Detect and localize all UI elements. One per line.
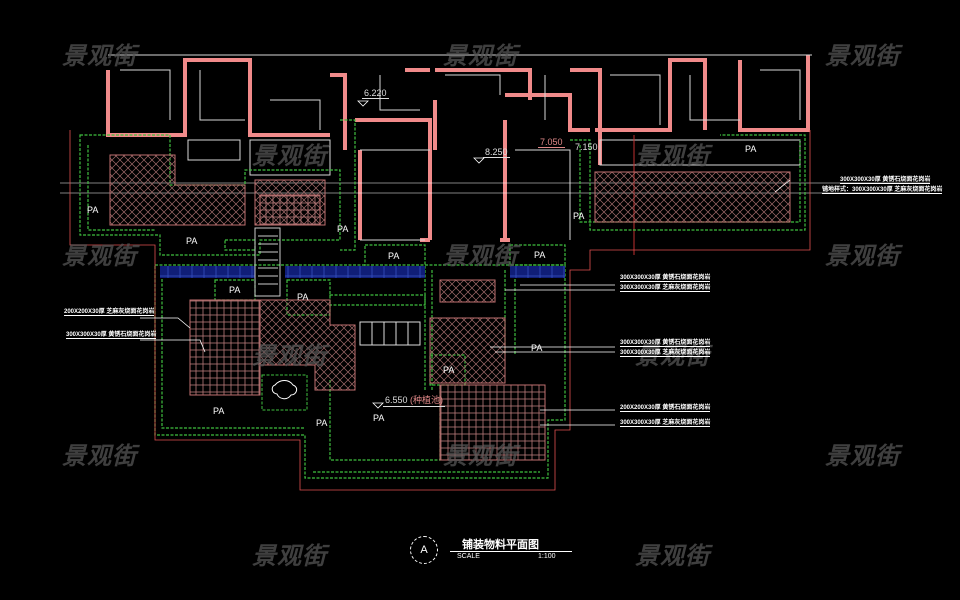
area-label-pa: PA bbox=[534, 250, 546, 260]
area-label-pa: PA bbox=[337, 224, 349, 234]
elevation-label: 6.220 bbox=[362, 88, 389, 99]
watermark: 景观街 bbox=[825, 442, 900, 470]
area-label-pa: PA bbox=[297, 292, 309, 302]
watermark: 景观街 bbox=[62, 242, 137, 270]
feature-pool bbox=[261, 374, 308, 411]
watermark: 景观街 bbox=[62, 42, 137, 70]
watermark: 景观街 bbox=[825, 242, 900, 270]
elevation-value: 6.550 bbox=[385, 395, 408, 405]
watermark: 景观街 bbox=[443, 42, 518, 70]
area-label-pa: PA bbox=[316, 418, 328, 428]
area-label-pa: PA bbox=[443, 365, 455, 375]
material-callout: 300X300X30厚 芝麻灰烧面花岗岩 bbox=[620, 282, 711, 292]
material-callout: 200X200X30厚 芝麻灰烧面花岗岩 bbox=[64, 306, 155, 316]
area-label-pa: PA bbox=[573, 211, 585, 221]
scale-label: SCALE bbox=[457, 553, 480, 560]
title-underline bbox=[450, 551, 572, 552]
drawing-title: 铺装物料平面图 bbox=[462, 539, 539, 551]
material-callout: 铺地样式：300X300X30厚 芝麻灰烧面花岗岩 bbox=[822, 184, 943, 194]
watermark: 景观街 bbox=[635, 142, 710, 170]
watermark: 景观街 bbox=[252, 142, 327, 170]
watermark: 景观街 bbox=[443, 242, 518, 270]
building-walls bbox=[106, 55, 810, 242]
area-label-pa: PA bbox=[531, 343, 543, 353]
area-label-pa: PA bbox=[213, 406, 225, 416]
elevation-label: 6.550 (种植池) bbox=[383, 393, 446, 407]
boundary-lines bbox=[69, 130, 811, 491]
area-label-pa: PA bbox=[373, 413, 385, 423]
area-label-pa: PA bbox=[745, 144, 757, 154]
area-label-pa: PA bbox=[186, 236, 198, 246]
material-callout: 300X300X30厚 芝麻灰烧面花岗岩 bbox=[620, 417, 711, 427]
area-label-pa: PA bbox=[87, 205, 99, 215]
water-channel bbox=[160, 266, 565, 278]
elevation-label: 7.150 bbox=[575, 142, 598, 152]
paving-crosshatch bbox=[109, 154, 791, 391]
material-callout: 200X200X30厚 黄锈石烧面花岗岩 bbox=[620, 402, 711, 412]
watermark: 景观街 bbox=[443, 442, 518, 470]
material-callout: 300X300X30厚 黄锈石烧面花岗岩 bbox=[620, 337, 711, 347]
watermark: 景观街 bbox=[252, 542, 327, 570]
elevation-label: 7.050 bbox=[538, 137, 565, 148]
elevation-markers bbox=[357, 100, 485, 409]
elevation-note: (种植池) bbox=[410, 395, 444, 405]
elevation-label: 8.250 bbox=[483, 147, 510, 158]
drawing-symbol: A bbox=[410, 536, 438, 564]
leader-lines bbox=[140, 179, 791, 426]
watermark: 景观街 bbox=[62, 442, 137, 470]
watermark: 景观街 bbox=[635, 542, 710, 570]
paving-grid bbox=[189, 194, 546, 461]
material-callout: 300X300X30厚 黄锈石烧面花岗岩 bbox=[66, 329, 157, 339]
scale-value: 1:100 bbox=[538, 553, 556, 560]
area-label-pa: PA bbox=[229, 285, 241, 295]
area-label-pa: PA bbox=[388, 251, 400, 261]
material-callout: 300X300X30厚 黄锈石烧面花岗岩 bbox=[840, 174, 931, 184]
watermark: 景观街 bbox=[252, 342, 327, 370]
material-callout: 300X300X30厚 芝麻灰烧面花岗岩 bbox=[620, 347, 711, 357]
material-callout: 300X300X30厚 黄锈石烧面花岗岩 bbox=[620, 272, 711, 282]
watermark: 景观街 bbox=[825, 42, 900, 70]
